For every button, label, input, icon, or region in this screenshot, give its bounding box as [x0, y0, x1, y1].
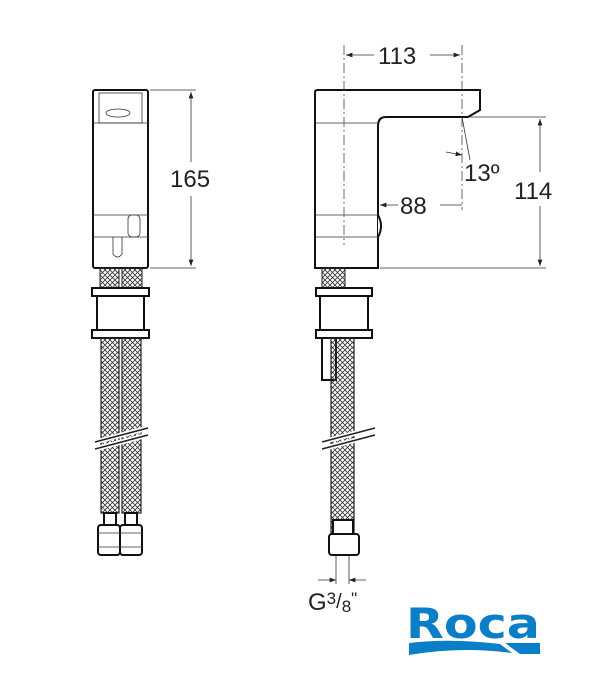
dimension-165: 165: [170, 166, 210, 193]
logo-wave: [409, 640, 512, 655]
faucet-body-side: [314, 89, 481, 269]
dimension-113: 113: [378, 43, 416, 70]
fixing-nut: [96, 295, 145, 333]
flange: [91, 287, 150, 297]
hose-nut: [97, 524, 121, 556]
break-line: [321, 427, 376, 450]
sensor-button: [377, 214, 382, 238]
front-view: 165: [91, 89, 210, 556]
dimension-angle: 13º: [464, 160, 500, 187]
dimension-88: 88: [400, 193, 427, 220]
logo-text: Roca: [406, 599, 540, 648]
roca-logo: Roca: [406, 599, 540, 655]
hose-nut: [119, 524, 143, 556]
flexible-hose: [100, 337, 120, 514]
flexible-hose: [121, 337, 142, 514]
thread-size-label: G3/8": [308, 589, 357, 616]
fixing-nut: [319, 295, 369, 333]
lever: [112, 237, 123, 258]
sensor-window: [127, 214, 141, 238]
hose-nut: [328, 533, 360, 556]
break-line: [94, 427, 149, 450]
side-view: 113 88 13º 114 G3/8": [308, 43, 552, 616]
faucet-body-front: [92, 89, 149, 269]
aerator: [105, 108, 131, 118]
dimension-114: 114: [514, 178, 552, 205]
